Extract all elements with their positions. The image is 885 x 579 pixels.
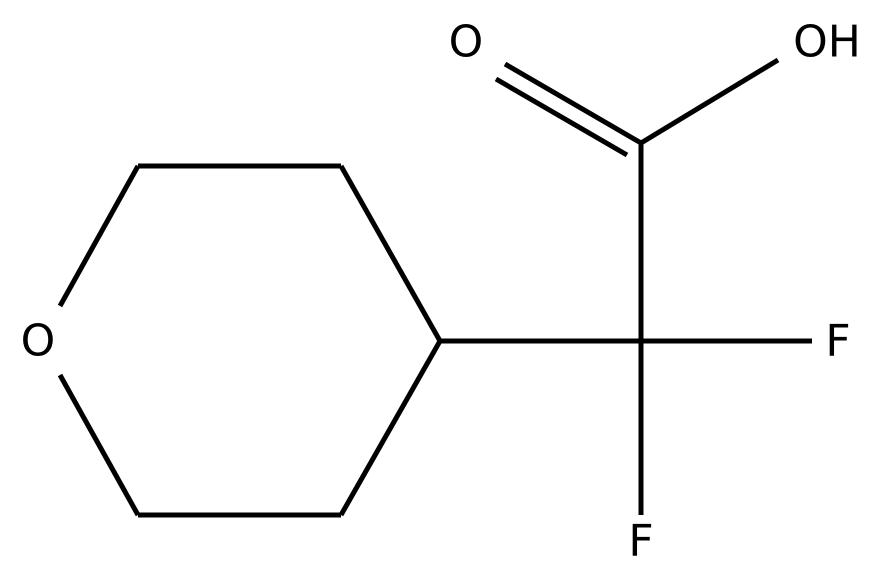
bond-carbonyl-inner bbox=[494, 76, 629, 158]
ring-oxygen-label: O bbox=[21, 316, 56, 367]
hydroxyl-label: OH bbox=[793, 17, 861, 68]
fluorine-bottom-label: F bbox=[628, 516, 653, 567]
carbonyl-oxygen-label: O bbox=[449, 17, 484, 68]
bond-carboxyl-to-oh bbox=[639, 57, 780, 146]
bond-ring-bottom-right bbox=[338, 339, 443, 517]
side-chain bbox=[440, 57, 812, 515]
bond-carbonyl-outer bbox=[503, 61, 643, 146]
bond-ring-top-left bbox=[57, 164, 141, 308]
bond-ring-bottom-left bbox=[57, 373, 141, 517]
bond-ring-top-right bbox=[338, 164, 443, 343]
fluorine-right-label: F bbox=[825, 316, 850, 367]
atom-labels: O O OH F F bbox=[21, 17, 861, 567]
pyran-ring bbox=[57, 163, 443, 518]
